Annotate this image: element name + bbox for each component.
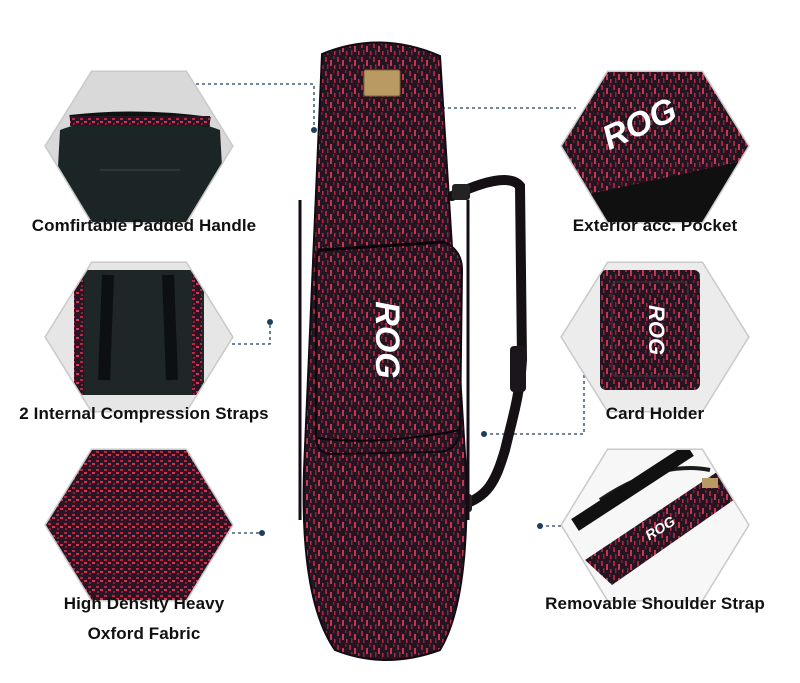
label-oxford-fabric-line2: Oxford Fabric [87, 624, 201, 643]
hex-pocket: ROG [560, 70, 750, 224]
label-card-holder: Card Holder [605, 404, 705, 423]
svg-text:ROG: ROG [644, 305, 669, 355]
hex-shoulder-strap: ROG [560, 448, 750, 602]
hex-card-holder: ROG [560, 261, 750, 413]
label-padded-handle: Comfirtable Padded Handle [31, 216, 257, 235]
hex-handle [44, 70, 234, 224]
bag-logo: ROG [368, 301, 406, 378]
svg-text:ROG: ROG [368, 301, 406, 378]
leader-straps [214, 322, 271, 345]
leather-patch [363, 69, 401, 97]
snowboard-bag: ROG [298, 41, 470, 661]
hex-fabric [44, 448, 234, 602]
label-removable-shoulder-strap: Removable Shoulder Strap [545, 594, 765, 613]
label-exterior-pocket: Exterior acc. Pocket [572, 216, 738, 235]
hex-straps [44, 261, 234, 413]
label-oxford-fabric-line1: High Density Heavy [63, 594, 225, 613]
label-compression-straps: 2 Internal Compression Straps [19, 404, 269, 423]
